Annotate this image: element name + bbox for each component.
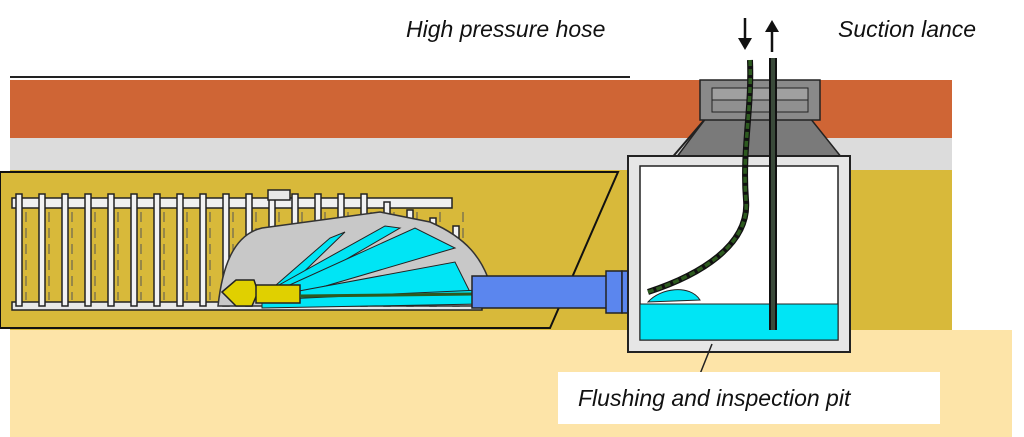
pit-label-box (558, 372, 940, 424)
suction-lance-label: Suction lance (838, 16, 977, 42)
high-pressure-hose-inner (647, 59, 753, 294)
tunnel-rib (176, 193, 184, 307)
tunnel-rib (38, 193, 46, 307)
pit-water (639, 303, 839, 341)
pipe-coupling (605, 270, 623, 314)
nozzle-body (255, 284, 301, 304)
tunnel-rib (199, 193, 207, 307)
pit-label-leader (699, 343, 713, 375)
tunnel-top (11, 197, 453, 209)
tunnel-rib (15, 193, 23, 307)
tunnel-vent (267, 189, 291, 201)
high-pressure-hose-label: High pressure hose (406, 16, 606, 42)
water-jets (261, 225, 481, 309)
nozzle-hose (299, 292, 476, 298)
tunnel-rib (130, 193, 138, 307)
pit-frame-inner (711, 87, 809, 101)
tunnel-rib (61, 193, 69, 307)
up-arrow-icon (765, 20, 779, 52)
tunnel-rib (153, 193, 161, 307)
pit-water-bulge (646, 289, 701, 303)
pit-frame-step (711, 99, 809, 113)
pit-label: Flushing and inspection pit (578, 385, 851, 411)
feed-pipe (471, 275, 623, 309)
pit-cone-edge (669, 117, 707, 161)
cleaning-nozzle (220, 279, 301, 307)
tunnel-rib (107, 193, 115, 307)
tunnel-rib (84, 193, 92, 307)
down-arrow-icon (738, 18, 752, 50)
